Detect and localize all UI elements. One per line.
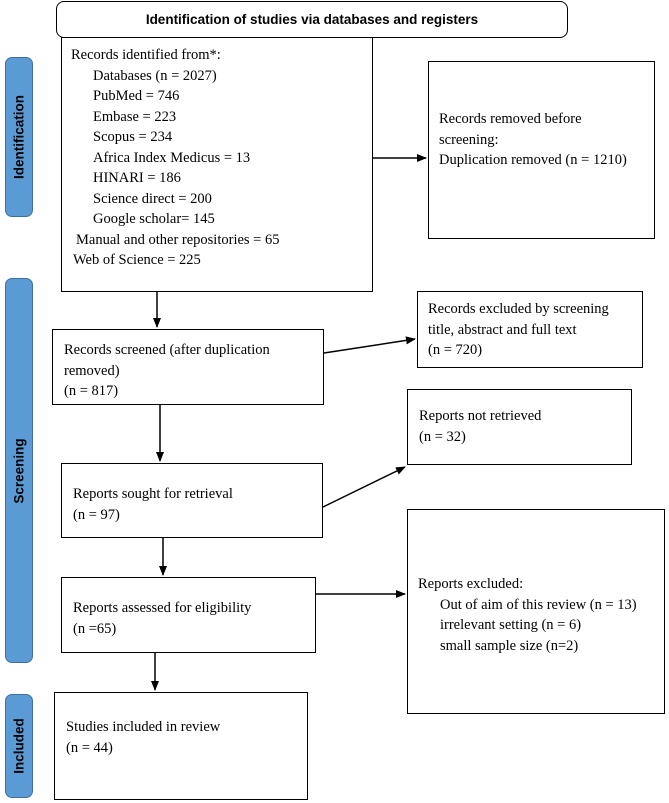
records-screened-box: Records screened (after duplication remo… [52,329,324,405]
exclusion-reason: irrelevant setting (n = 6) [440,617,582,633]
reports-not-retrieved-box: Reports not retrieved (n = 32) [407,389,632,465]
records-excluded-line: (n = 720) [428,342,483,358]
phase-label-screening: Screening [5,278,33,663]
arrow-screened-to-excluded [323,336,416,354]
source-line: Africa Index Medicus = 13 [93,149,251,166]
reports-excluded-title: Reports excluded: [418,576,524,592]
reports-assessed-line: (n =65) [73,620,117,637]
studies-included-box: Studies included in review (n = 44) [54,692,308,800]
records-removed-line: Duplication removed (n = 1210) [439,152,627,168]
records-removed-line: screening: [439,131,499,148]
records-removed-box: Records removed before screening: Duplic… [428,61,655,239]
phase-label-included: Included [5,694,33,798]
records-screened-line: (n = 817) [64,383,119,399]
arrow-sought-to-not-retrieved [322,466,406,508]
reports-assessed-box: Reports assessed for eligibility (n =65) [61,577,316,653]
reports-sought-line: (n = 97) [73,506,120,523]
records-excluded-box: Records excluded by screening title, abs… [417,291,643,368]
reports-not-retrieved-line: (n = 32) [419,428,466,445]
reports-sought-box: Reports sought for retrieval (n = 97) [61,463,323,538]
records-excluded-line: title, abstract and full text [428,321,577,338]
exclusion-reason: Out of aim of this review (n = 13) [440,596,637,613]
source-line: Google scholar= 145 [93,211,215,227]
source-line: Scopus = 234 [93,129,173,145]
reports-assessed-line: Reports assessed for eligibility [73,600,252,616]
records-screened-line: removed) [64,362,120,379]
source-line: Manual and other repositories = 65 [76,231,280,248]
exclusion-reason: small sample size (n=2) [440,637,579,654]
source-line: PubMed = 746 [93,88,180,104]
records-removed-line: Records removed before [439,111,582,127]
reports-sought-line: Reports sought for retrieval [73,486,233,502]
source-line: Databases (n = 2027) [93,67,217,84]
phase-label-identification: Identification [5,57,33,217]
records-excluded-line: Records excluded by screening [428,301,609,317]
diagram-title: Identification of studies via databases … [56,1,568,38]
source-line: Embase = 223 [93,108,177,125]
source-line: HINARI = 186 [93,170,181,186]
source-line: Web of Science = 225 [73,252,201,268]
reports-not-retrieved-line: Reports not retrieved [419,408,542,424]
records-identified-title: Records identified from*: [71,47,221,63]
reports-excluded-box: Reports excluded: Out of aim of this rev… [407,509,665,714]
records-screened-line: Records screened (after duplication [64,342,270,358]
studies-included-line: Studies included in review [66,719,221,735]
records-identified-box: Records identified from*: Databases (n =… [61,37,373,292]
source-line: Science direct = 200 [93,190,212,207]
studies-included-line: (n = 44) [66,739,113,756]
